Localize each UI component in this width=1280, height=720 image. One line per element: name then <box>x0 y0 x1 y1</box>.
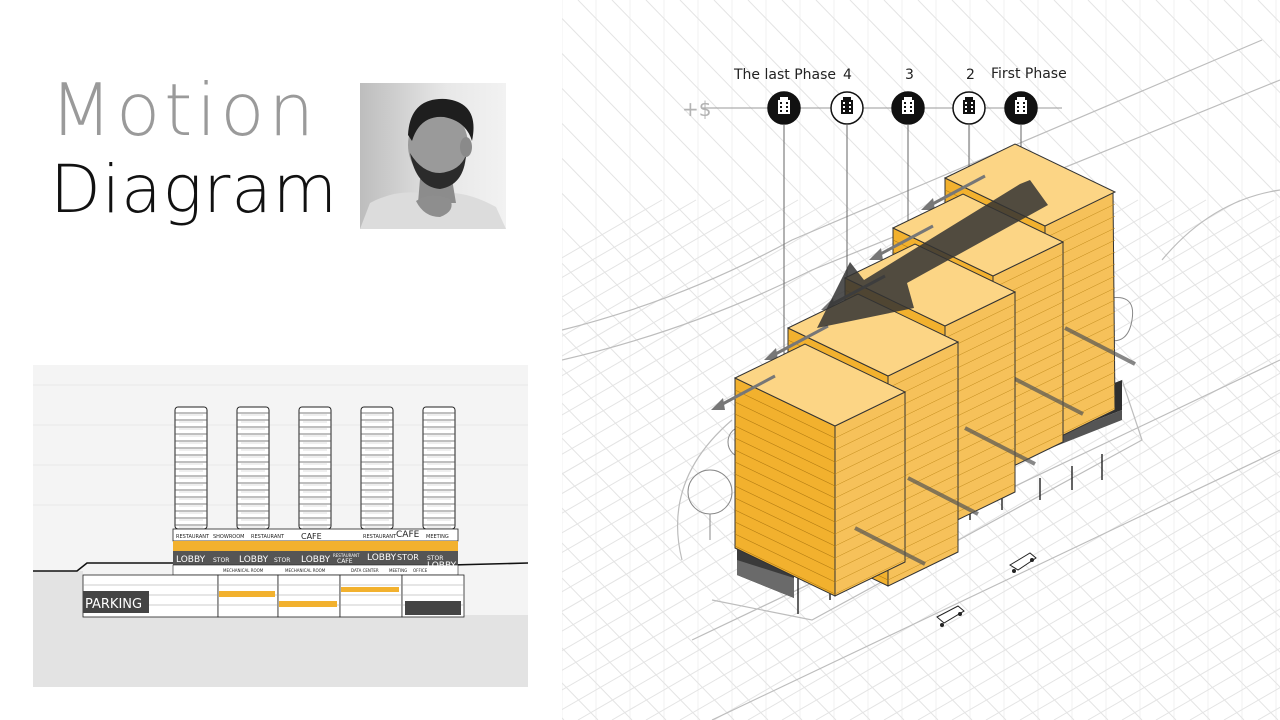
building-section-drawing: RESTAURANT SHOWROOM RESTAURANT CAFE REST… <box>33 365 528 687</box>
section-label-lobby-5: LOBBY <box>427 561 457 571</box>
section-label-meeting-2: MEETING <box>389 568 407 573</box>
section-label-cafe-3: CAFE <box>337 558 353 565</box>
title-diagram: Diagram <box>50 151 339 228</box>
section-label-restaurant-1: RESTAURANT <box>176 534 210 540</box>
section-tower <box>422 406 456 530</box>
section-label-stor-4: STOR <box>427 555 443 562</box>
section-label-cafe-1: CAFE <box>301 532 322 541</box>
section-label-showroom: SHOWROOM <box>213 534 244 540</box>
section-label-lobby-4: LOBBY <box>367 553 397 563</box>
section-svg: RESTAURANT SHOWROOM RESTAURANT CAFE REST… <box>33 384 528 687</box>
phase-label-first: First Phase <box>991 66 1067 82</box>
phase-label-2: 2 <box>966 67 975 83</box>
section-label-mech-2: MECHANICAL ROOM <box>285 568 326 573</box>
section-label-stor-3: STOR <box>397 553 419 562</box>
phase-direction-arrow <box>817 180 1048 328</box>
section-label-cafe-2: CAFE <box>396 530 420 540</box>
section-label-stor-1: STOR <box>213 557 229 564</box>
section-label-mech-1: MECHANICAL ROOM <box>223 568 264 573</box>
phase-label-3: 3 <box>905 67 914 83</box>
section-label-parking: PARKING <box>85 597 142 612</box>
car-icon <box>936 605 965 627</box>
person-portrait-icon <box>360 83 506 229</box>
section-label-lobby-2: LOBBY <box>239 555 269 565</box>
section-tower <box>360 406 394 530</box>
car-icon <box>1009 552 1037 573</box>
building-icon <box>1004 91 1038 125</box>
section-tower <box>236 406 270 530</box>
building-icon <box>767 91 801 125</box>
phase-tower <box>711 343 926 597</box>
section-label-stor-2: STOR <box>274 557 290 564</box>
section-label-office: OFFICE <box>413 568 428 573</box>
isometric-svg: +$ The last Phase 4 3 2 First Phase <box>562 0 1280 720</box>
section-label-meeting: MEETING <box>426 534 449 540</box>
building-icon <box>952 91 986 125</box>
section-tower <box>298 406 332 530</box>
section-label-restaurant-3: RESTAURANT <box>363 534 397 540</box>
section-label-data-center: DATA CENTER <box>351 568 379 573</box>
building-icon <box>830 91 864 125</box>
phase-label-4: 4 <box>843 67 852 83</box>
section-label-lobby-1: LOBBY <box>176 555 206 565</box>
section-label-restaurant-2: RESTAURANT <box>251 534 285 540</box>
phase-label-last: The last Phase <box>733 67 836 83</box>
building-icon <box>891 91 925 125</box>
isometric-phase-diagram: +$ The last Phase 4 3 2 First Phase <box>562 0 1280 720</box>
section-label-restaurant-4: RESTAURANT <box>333 553 360 558</box>
cost-label: +$ <box>682 97 711 121</box>
title-block: Motion Diagram <box>50 70 338 230</box>
section-label-lobby-3: LOBBY <box>301 555 331 565</box>
title-motion: Motion <box>50 68 319 152</box>
portrait-photo <box>360 83 506 229</box>
section-tower <box>174 406 208 530</box>
